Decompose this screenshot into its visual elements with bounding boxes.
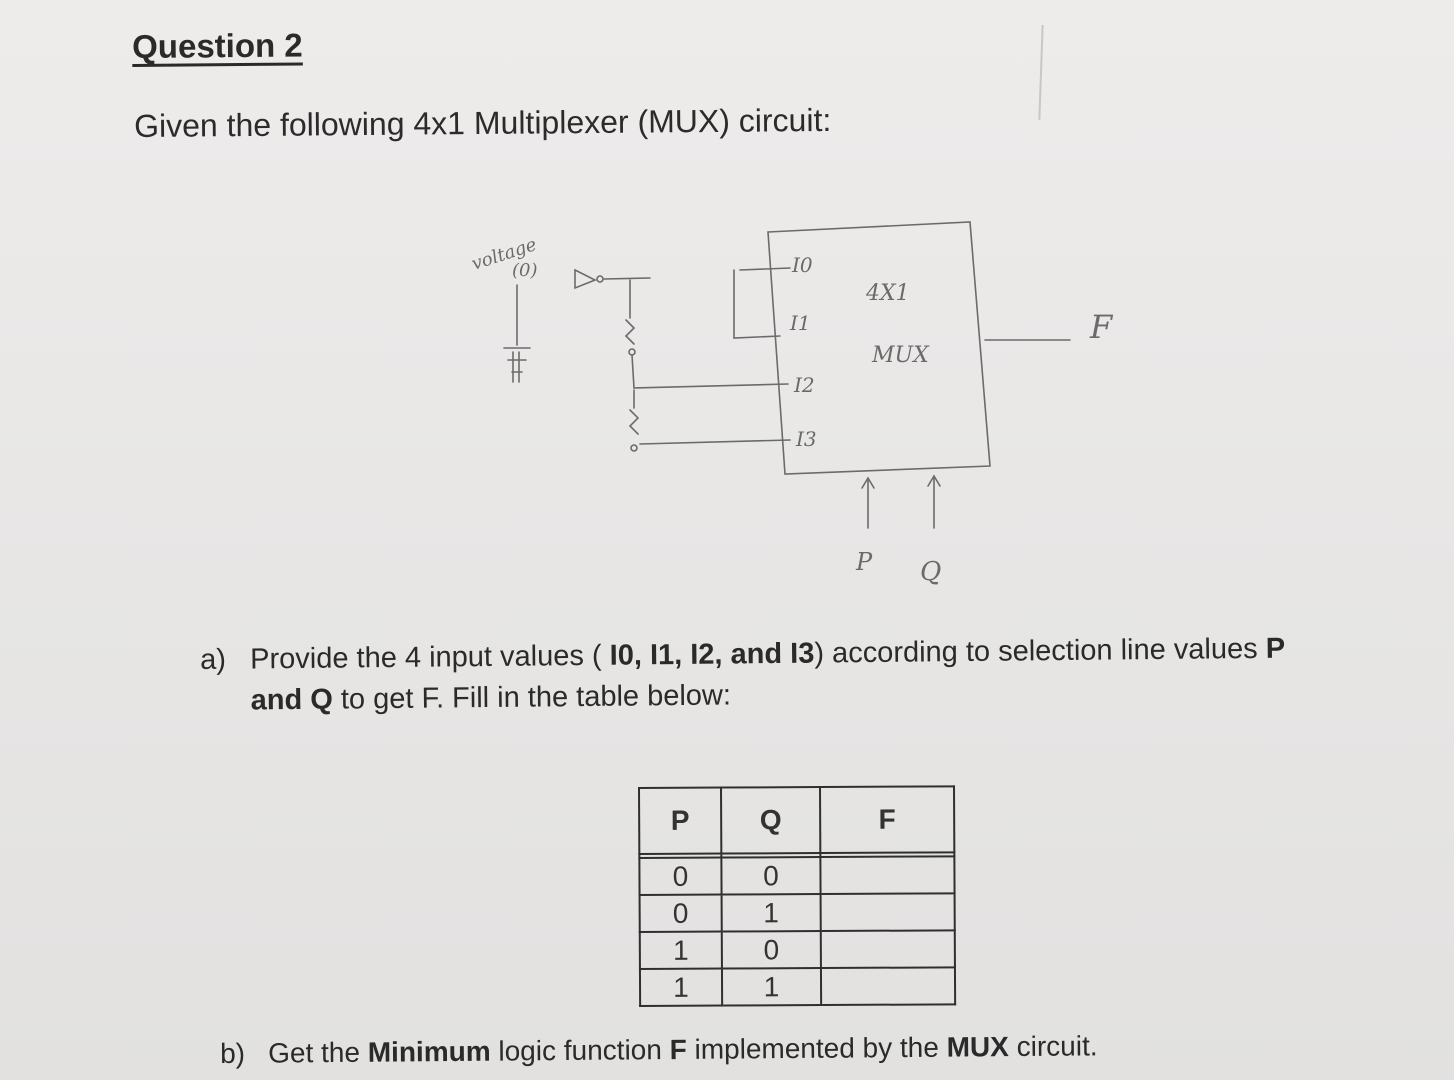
table-row: 0 1 bbox=[639, 893, 955, 932]
table-row: 1 0 bbox=[639, 930, 955, 969]
header-f: F bbox=[820, 786, 955, 854]
wire-to-i2 bbox=[633, 383, 789, 389]
part-a-p: P bbox=[1265, 632, 1286, 665]
cell-f[interactable] bbox=[820, 967, 956, 1006]
part-b-bold-3: MUX bbox=[946, 1031, 1010, 1063]
cell-p: 1 bbox=[639, 968, 723, 1006]
cell-p: 0 bbox=[639, 894, 722, 932]
input-label-i1: I1 bbox=[789, 311, 811, 335]
part-b-bold-2: F bbox=[669, 1033, 687, 1066]
table-row: 0 0 bbox=[639, 856, 955, 895]
select-label-p: P bbox=[855, 548, 873, 576]
part-a-label: a) bbox=[200, 643, 227, 676]
switch-1 bbox=[624, 319, 636, 345]
part-b-text-1: Get the bbox=[267, 1036, 361, 1069]
header-p: P bbox=[639, 787, 722, 854]
input-label-i3: I3 bbox=[795, 427, 817, 451]
mux-box bbox=[767, 221, 991, 475]
wire-to-i0 bbox=[603, 277, 651, 280]
cell-f[interactable] bbox=[820, 930, 955, 969]
input-label-i2: I2 bbox=[793, 373, 815, 397]
wire-to-i3 bbox=[639, 439, 791, 445]
part-b-text-3: implemented by the bbox=[694, 1031, 940, 1065]
cell-f[interactable] bbox=[820, 893, 955, 932]
wire-to-i1 bbox=[733, 269, 781, 339]
part-b-instruction: b) Get the Minimum logic function F imple… bbox=[220, 1028, 1420, 1070]
cell-q: 0 bbox=[721, 931, 821, 969]
cell-p: 1 bbox=[639, 931, 722, 969]
truth-table: P Q F 0 0 0 1 1 0 1 bbox=[638, 785, 956, 1007]
mux-label-line2: MUX bbox=[871, 343, 930, 368]
part-b-bold-1: Minimum bbox=[367, 1035, 491, 1068]
part-a-text-2: ) according to selection line values bbox=[814, 632, 1258, 670]
mux-circuit-diagram: voltage (0) 4X1 MUX I0 I1 I2 I3 F P Q bbox=[469, 221, 1114, 587]
cell-q: 1 bbox=[721, 894, 821, 932]
switch-2 bbox=[628, 409, 640, 435]
part-a-instruction: a) Provide the 4 input values ( I0, I1, I… bbox=[200, 627, 1431, 722]
part-b-text-4: circuit. bbox=[1016, 1030, 1098, 1063]
voltage-value: (0) bbox=[512, 260, 538, 281]
cell-f[interactable] bbox=[820, 856, 955, 895]
select-label-q: Q bbox=[920, 557, 941, 587]
inverter-symbol bbox=[574, 268, 597, 290]
header-q: Q bbox=[721, 787, 821, 854]
part-b-text-2: logic function bbox=[498, 1034, 662, 1067]
part-a-inputs: I0, I1, I2, and I3 bbox=[609, 637, 815, 672]
cell-q: 0 bbox=[721, 857, 821, 895]
part-a-and-q: and Q bbox=[250, 683, 333, 717]
table-row: 1 1 bbox=[639, 967, 956, 1006]
cell-p: 0 bbox=[639, 857, 722, 895]
mux-label-line1: 4X1 bbox=[865, 281, 910, 306]
part-a-text-3: to get F. Fill in the table below: bbox=[340, 679, 732, 716]
output-label-f: F bbox=[1089, 308, 1114, 346]
input-label-i0: I0 bbox=[791, 253, 813, 277]
part-a-text-1: Provide the 4 input values ( bbox=[250, 639, 602, 676]
cell-q: 1 bbox=[721, 968, 822, 1006]
part-b-label: b) bbox=[220, 1037, 246, 1069]
